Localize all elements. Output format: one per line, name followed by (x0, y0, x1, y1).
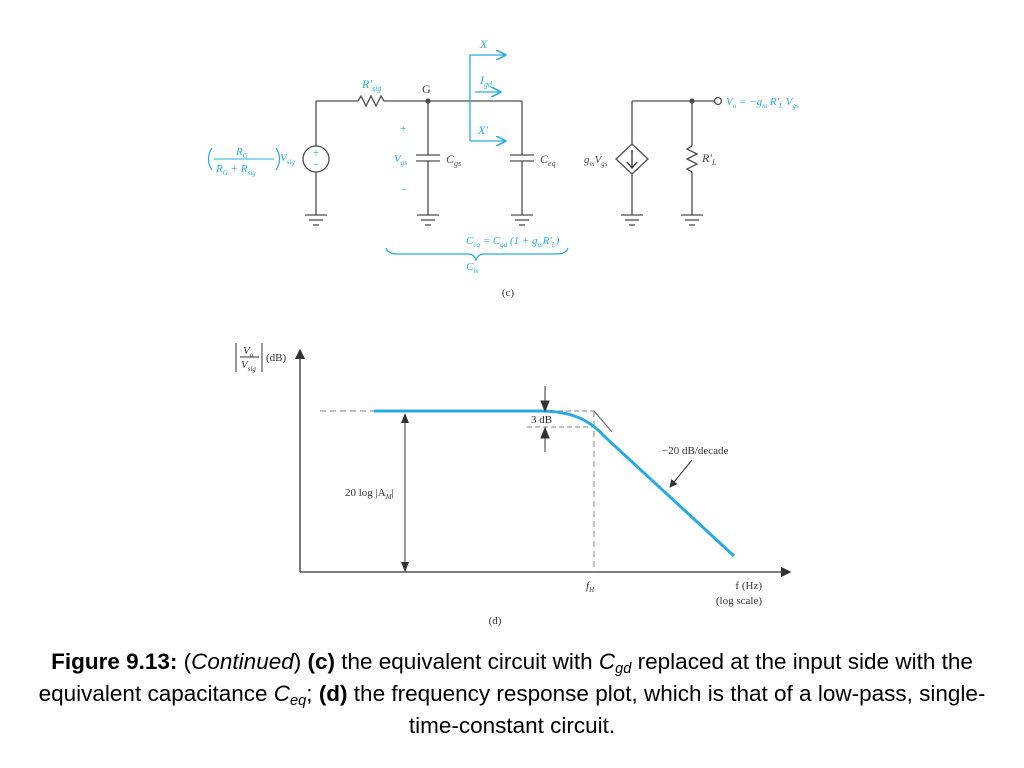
rl-resistor (685, 145, 699, 173)
response-curve (374, 409, 736, 558)
ground-cgs (417, 214, 439, 226)
x-label: X (479, 37, 488, 51)
caption-text-4: the frequency response plot, which is th… (347, 681, 986, 738)
caption-part-c: (c) (307, 649, 336, 674)
caption-part-d: (d) (318, 681, 348, 706)
equivalent-circuit (302, 94, 723, 226)
ground-source (305, 214, 327, 226)
vgs-plus: + (400, 123, 406, 135)
caption-cgd: Cgd (598, 649, 632, 677)
ceq-formula: Ceq = Cgd (1 + gmR′L) (466, 235, 560, 249)
caption-text-2: replaced at the input side with the equi… (38, 649, 973, 706)
three-db-arrows (540, 386, 550, 452)
caption-ceq: Ceq (273, 681, 307, 709)
cin-brace (385, 247, 569, 262)
x-axis-label: f (Hz) (735, 580, 762, 592)
slope-pointer (669, 459, 693, 488)
coeff-numerator: RG (235, 146, 248, 160)
ground-ceq (511, 214, 533, 226)
fh-label: fH (586, 580, 595, 594)
output-terminal (713, 96, 723, 106)
caption-text-3: ; (306, 681, 319, 706)
cut-indicator (469, 55, 505, 141)
corner-asymptote (593, 410, 613, 433)
slope-label: −20 dB/decade (662, 445, 728, 457)
y-axis-label: Vo Vsig (dB) (235, 343, 287, 373)
caption-open-paren: ( (177, 649, 192, 674)
coeff-denominator: RG + Rsig (215, 163, 256, 177)
figure-caption: Figure 9.13: (Continued) (c) the equival… (30, 646, 994, 742)
source-minus: − (313, 159, 319, 171)
cgs-label: Cgs (446, 152, 461, 168)
rsig-label: R′sig (361, 77, 381, 93)
caption-continued: Continued (191, 649, 294, 674)
ground-rl (681, 214, 703, 226)
caption-figure-number: Figure 9.13: (51, 649, 178, 674)
svg-text:(dB): (dB) (266, 352, 287, 364)
midband-label: 20 log |AM| (345, 487, 394, 501)
vo-label: Vo = −gm R′L Vgs (726, 96, 799, 110)
svg-text:Vsig: Vsig (241, 359, 256, 373)
current-arrow-icon (626, 150, 638, 170)
vgs-label: Vgs (394, 153, 407, 167)
rl-label: R′L (701, 151, 717, 167)
part-d-label: (d) (489, 615, 502, 627)
rsig-resistor (357, 94, 385, 108)
xp-label: X′ (477, 123, 488, 137)
source-coefficient: RG RG + Rsig Vsig (207, 146, 295, 177)
vsig-label: Vsig (280, 152, 295, 166)
gm-vgs-label: gmVgs (584, 154, 608, 168)
x-scale-label: (log scale) (716, 595, 762, 607)
cin-label: Cin (466, 261, 479, 275)
ceq-label: Ceq (540, 152, 556, 168)
part-c-label: (c) (502, 287, 515, 299)
caption-close-paren: ) (293, 649, 308, 674)
figure-9-13: + − R′sig G X Igd X′ + Vgs − Cgs Ceq gmV… (207, 37, 799, 627)
frequency-response-plot (294, 348, 792, 578)
igd-label: Igd (479, 73, 493, 89)
vgs-minus: − (401, 184, 407, 196)
gate-label: G (422, 82, 431, 96)
source-plus: + (313, 147, 319, 159)
ground-csrc (621, 214, 643, 226)
svg-text:Vo: Vo (243, 345, 254, 359)
three-db-label: 3 dB (531, 414, 552, 426)
caption-text-1: the equivalent circuit with (335, 649, 599, 674)
